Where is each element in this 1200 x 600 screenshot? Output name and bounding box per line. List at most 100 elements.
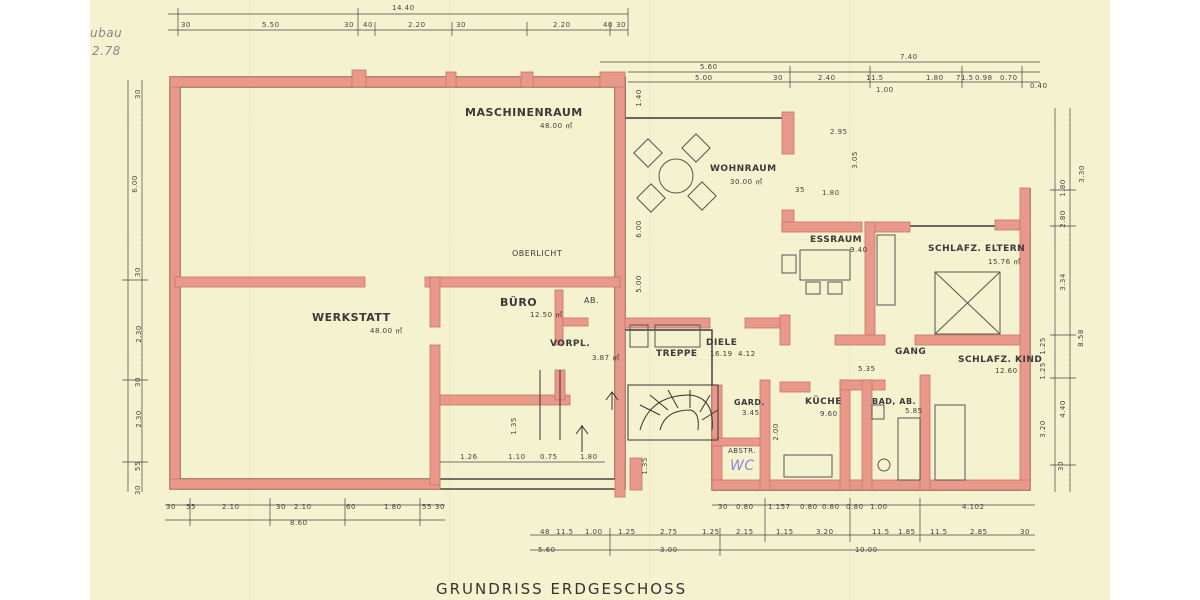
dim-top-2: 30 bbox=[344, 21, 354, 29]
dim-left-5: 55 bbox=[133, 461, 142, 471]
wall-segment bbox=[424, 276, 621, 288]
room-area-schlaf-eltern: 15.76 ㎡ bbox=[988, 258, 1021, 266]
dim-bm-2: 0.75 bbox=[540, 453, 558, 461]
dim-bottom-total-2: 10.00 bbox=[855, 546, 878, 554]
dim-right-total: 8.58 bbox=[1076, 329, 1085, 347]
room-area-bad: 5.85 bbox=[905, 407, 923, 415]
dim-br-6: 1.00 bbox=[870, 503, 888, 511]
dim-inner-3: 1.80 bbox=[822, 189, 840, 197]
dim-bw-9: 11.5 bbox=[872, 528, 890, 536]
kitchen-counter bbox=[783, 454, 833, 478]
wall-segment bbox=[351, 69, 367, 88]
wall-segment bbox=[779, 314, 791, 346]
dim-bw-0: 48 bbox=[540, 528, 550, 536]
dim-rt-0: 5.00 bbox=[695, 74, 713, 82]
dim-top-4: 2.20 bbox=[408, 21, 426, 29]
dim-bottom-total-0: 5.60 bbox=[538, 546, 556, 554]
dim-right-2: 2.80 bbox=[1058, 210, 1067, 228]
room-label-buero: BÜRO bbox=[500, 296, 538, 309]
room-area-diele: 4.12 bbox=[738, 350, 756, 358]
dimension-lines bbox=[122, 8, 1076, 556]
dim-left-1: 30 bbox=[133, 267, 142, 277]
dim-bw-12: 2.85 bbox=[970, 528, 988, 536]
wall-segment bbox=[781, 221, 863, 233]
wall-segment bbox=[562, 317, 589, 327]
dining-table bbox=[799, 249, 851, 281]
room-label-ab: AB. bbox=[584, 296, 600, 305]
room-label-schlaf-kind: SCHLAFZ. KIND bbox=[958, 355, 1043, 365]
dim-top-7: 40 bbox=[603, 21, 613, 29]
dim-bw-1: 11.5 bbox=[556, 528, 574, 536]
dim-rt-4: 1.00 bbox=[876, 86, 894, 94]
room-area-schlaf-kind: 12.60 bbox=[995, 367, 1018, 375]
wall-segment bbox=[861, 379, 873, 491]
toilet bbox=[877, 458, 891, 472]
dim-bl-6: 1.80 bbox=[384, 503, 402, 511]
wall-segment bbox=[599, 71, 626, 88]
dim-br-0: 30 bbox=[718, 503, 728, 511]
wall-segment bbox=[520, 71, 534, 88]
dim-left-0: 30 bbox=[133, 89, 142, 99]
dim-bw-8: 3.20 bbox=[816, 528, 834, 536]
dim-top-6: 2.20 bbox=[553, 21, 571, 29]
room-label-maschinenraum: MASCHINENRAUM bbox=[465, 106, 583, 119]
dim-rt-5: 1.80 bbox=[926, 74, 944, 82]
paper-sheet bbox=[90, 0, 1110, 600]
dim-bw-5: 1.25 bbox=[702, 528, 720, 536]
dim-right-6: 3.20 bbox=[1038, 420, 1047, 438]
dim-br-2: 1.157 bbox=[768, 503, 791, 511]
bed bbox=[934, 271, 1001, 335]
dim-br-3: 0.80 bbox=[800, 503, 818, 511]
dim-left-6: 30 bbox=[133, 485, 142, 495]
wall-segment bbox=[554, 289, 564, 346]
dim-bw-10: 1.85 bbox=[898, 528, 916, 536]
room-area-maschinenraum: 48.00 ㎡ bbox=[540, 122, 573, 130]
chair bbox=[687, 181, 717, 211]
room-label-diele: DIELE bbox=[706, 338, 738, 348]
dim-bw-13: 30 bbox=[1020, 528, 1030, 536]
dim-bm-0: 1.26 bbox=[460, 453, 478, 461]
room-label-schlaf-eltern: SCHLAFZ. ELTERN bbox=[928, 244, 1026, 254]
wall-segment bbox=[744, 317, 781, 329]
dim-br-4: 0.80 bbox=[822, 503, 840, 511]
dim-rt-8: 0.70 bbox=[1000, 74, 1018, 82]
dim-bl-5: 60 bbox=[346, 503, 356, 511]
room-label-kueche: KÜCHE bbox=[805, 397, 842, 407]
dim-right-7: 30 bbox=[1056, 461, 1065, 471]
dim-top-1: 5.50 bbox=[262, 21, 280, 29]
wall-segment bbox=[624, 317, 711, 329]
dim-rt-1: 30 bbox=[773, 74, 783, 82]
wall-segment bbox=[781, 111, 795, 155]
dim-bw-2: 1.00 bbox=[585, 528, 603, 536]
dim-br-1: 0.80 bbox=[736, 503, 754, 511]
dim-left-3: 30 bbox=[133, 377, 142, 387]
room-area-wohnraum: 30.00 ㎡ bbox=[730, 178, 763, 186]
chair bbox=[633, 138, 663, 168]
stair-arrows bbox=[539, 370, 619, 452]
bathtub bbox=[897, 417, 921, 481]
dim-bl-4: 2.10 bbox=[294, 503, 312, 511]
dim-bw-3: 1.25 bbox=[618, 528, 636, 536]
dim-bw-11: 11.5 bbox=[930, 528, 948, 536]
dim-rt-6: 71.5 bbox=[956, 74, 974, 82]
wall-segment bbox=[429, 344, 441, 486]
desk bbox=[654, 324, 701, 348]
room-label-gard: GARD. bbox=[734, 398, 766, 407]
dim-rt-3: 11.5 bbox=[866, 74, 884, 82]
dim-br-5: 0.80 bbox=[846, 503, 864, 511]
corner-note-line2: 2.78 bbox=[92, 44, 121, 58]
wall-segment bbox=[445, 71, 457, 88]
room-area-kueche: 9.60 bbox=[820, 410, 838, 418]
wall-segment bbox=[629, 457, 643, 491]
wall-segment bbox=[439, 394, 571, 406]
wall-segment bbox=[779, 381, 811, 393]
room-label-essraum: ESSRAUM bbox=[810, 235, 863, 245]
wall-segment bbox=[711, 437, 763, 447]
dim-bm-3: 1.80 bbox=[580, 453, 598, 461]
room-label-wohnraum: WOHNRAUM bbox=[710, 164, 777, 174]
wall-segment bbox=[169, 76, 626, 88]
wall-segment bbox=[1019, 187, 1031, 491]
dim-top-total: 14.40 bbox=[392, 4, 415, 12]
wall-segment bbox=[864, 221, 876, 338]
